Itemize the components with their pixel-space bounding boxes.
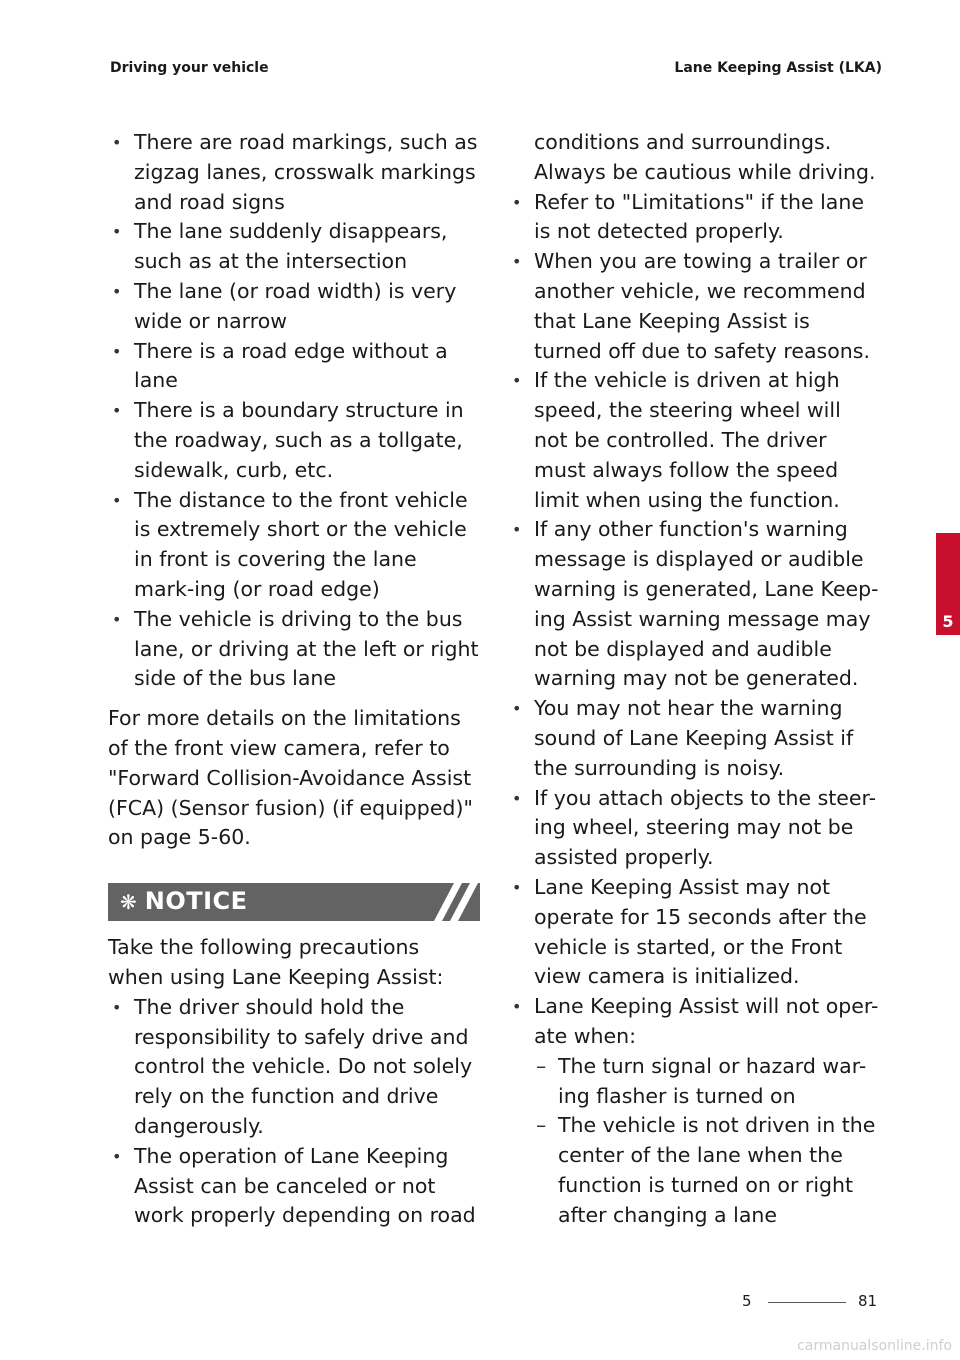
running-header-section: Driving your vehicle: [110, 60, 269, 76]
list-item: If the vehicle is driven at high speed, …: [508, 366, 880, 515]
notice-list: The driver should hold the responsibilit…: [108, 993, 480, 1231]
running-header-topic: Lane Keeping Assist (LKA): [674, 60, 882, 76]
right-column: conditions and surroundings. Always be c…: [508, 128, 880, 1230]
chapter-tab: 5: [936, 533, 960, 635]
left-column: There are road markings, such as zigzag …: [108, 128, 480, 1231]
list-item: The driver should hold the responsibilit…: [108, 993, 480, 1142]
list-item: When you are towing a trailer or another…: [508, 247, 880, 366]
precautions-list: Refer to "Limitations" if the lane is no…: [508, 188, 880, 1231]
sub-list: The turn signal or hazard war-ing flashe…: [534, 1052, 880, 1231]
list-item-text: Lane Keeping Assist will not oper-ate wh…: [534, 994, 879, 1048]
notice-intro: Take the following precautions when usin…: [108, 935, 444, 989]
list-item: You may not hear the warning sound of La…: [508, 694, 880, 783]
footer-divider: [768, 1302, 846, 1303]
sub-list-item: The turn signal or hazard war-ing flashe…: [534, 1052, 880, 1112]
notice-label: NOTICE: [144, 887, 248, 916]
footer-chapter-number: 5: [742, 1292, 752, 1310]
list-item: There is a boundary structure in the roa…: [108, 396, 480, 485]
list-item: If you attach objects to the steer-ing w…: [508, 784, 880, 873]
list-item: The vehicle is driving to the bus lane, …: [108, 605, 480, 694]
list-item: Lane Keeping Assist may not operate for …: [508, 873, 880, 992]
limitations-list: There are road markings, such as zigzag …: [108, 128, 480, 694]
slash-stripes-icon: [434, 883, 478, 922]
list-item: If any other function's warning message …: [508, 515, 880, 694]
list-item: The lane suddenly disappears, such as at…: [108, 217, 480, 277]
list-item: There is a road edge without a lane: [108, 337, 480, 397]
camera-reference-paragraph: For more details on the limitations of t…: [108, 706, 473, 850]
continued-text: conditions and surroundings. Always be c…: [534, 130, 876, 184]
list-item: There are road markings, such as zigzag …: [108, 128, 480, 217]
notice-banner: ❋ NOTICE: [108, 883, 480, 922]
list-item: Refer to "Limitations" if the lane is no…: [508, 188, 880, 248]
sub-list-item: The vehicle is not driven in the center …: [534, 1111, 880, 1230]
list-item: The operation of Lane Keeping Assist can…: [108, 1142, 480, 1231]
list-item: The distance to the front vehicle is ext…: [108, 486, 480, 605]
list-item: Lane Keeping Assist will not oper-ate wh…: [508, 992, 880, 1230]
asterisk-icon: ❋: [120, 890, 137, 915]
list-item: The lane (or road width) is very wide or…: [108, 277, 480, 337]
watermark: carmanualsonline.info: [797, 1338, 952, 1354]
footer-page-number: 81: [858, 1292, 878, 1310]
